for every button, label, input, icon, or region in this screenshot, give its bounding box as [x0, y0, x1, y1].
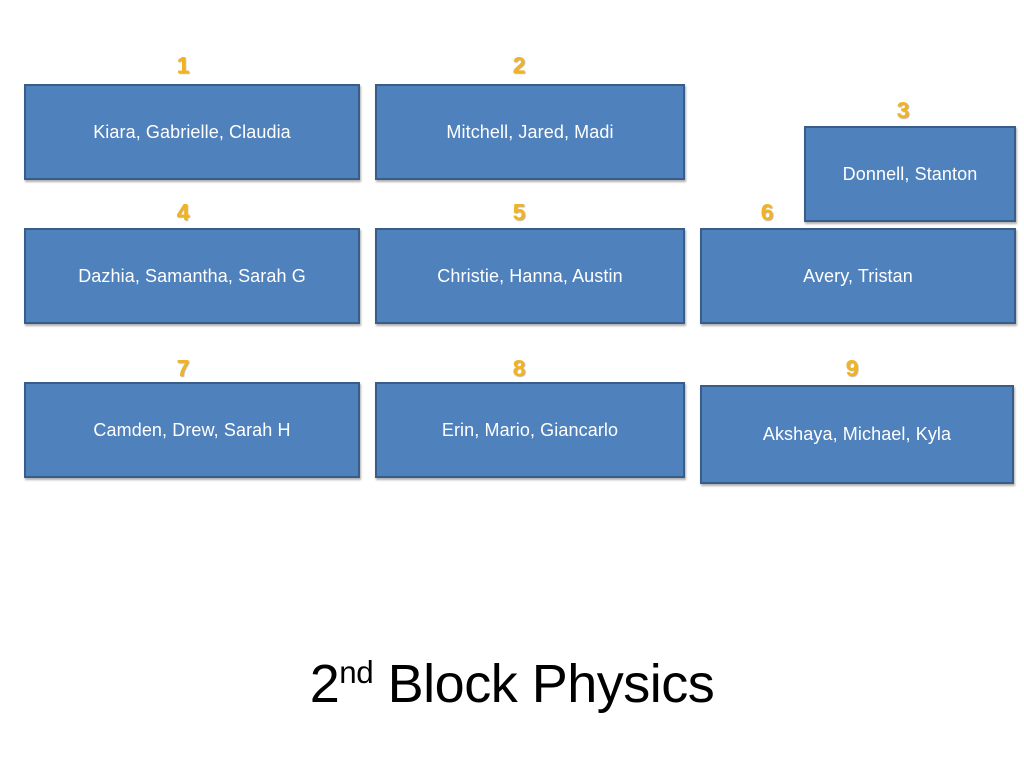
group-number-2: 2 — [512, 52, 526, 78]
group-members-3: Donnell, Stanton — [842, 163, 978, 184]
group-members-9: Akshaya, Michael, Kyla — [762, 424, 952, 445]
group-number-4: 4 — [176, 199, 190, 225]
group-members-5: Christie, Hanna, Austin — [437, 265, 623, 286]
group-number-8: 8 — [512, 355, 526, 381]
group-number-6: 6 — [760, 199, 774, 225]
slide-title-part-2: Block Physics — [373, 654, 715, 714]
group-box-5[interactable]: Christie, Hanna, Austin — [375, 228, 685, 324]
group-number-3: 3 — [896, 97, 910, 123]
slide-title-part-1: 2 — [309, 654, 340, 714]
group-members-2: Mitchell, Jared, Madi — [446, 121, 614, 142]
group-members-1: Kiara, Gabrielle, Claudia — [93, 121, 291, 142]
group-box-1[interactable]: Kiara, Gabrielle, Claudia — [24, 84, 360, 180]
group-number-5: 5 — [512, 199, 526, 225]
group-members-7: Camden, Drew, Sarah H — [93, 419, 291, 440]
group-box-9[interactable]: Akshaya, Michael, Kyla — [700, 385, 1014, 484]
group-number-7: 7 — [176, 355, 190, 381]
group-box-2[interactable]: Mitchell, Jared, Madi — [375, 84, 685, 180]
group-box-3[interactable]: Donnell, Stanton — [804, 126, 1016, 222]
group-box-7[interactable]: Camden, Drew, Sarah H — [24, 382, 360, 478]
group-members-4: Dazhia, Samantha, Sarah G — [78, 265, 306, 286]
slide-title-ordinal-suffix: nd — [339, 655, 374, 690]
group-members-6: Avery, Tristan — [803, 265, 913, 286]
group-box-6[interactable]: Avery, Tristan — [700, 228, 1016, 324]
group-box-8[interactable]: Erin, Mario, Giancarlo — [375, 382, 685, 478]
group-number-1: 1 — [176, 52, 190, 78]
group-box-4[interactable]: Dazhia, Samantha, Sarah G — [24, 228, 360, 324]
group-members-8: Erin, Mario, Giancarlo — [441, 419, 619, 440]
group-number-9: 9 — [845, 355, 859, 381]
slide-title: 2nd Block Physics — [0, 654, 1024, 714]
